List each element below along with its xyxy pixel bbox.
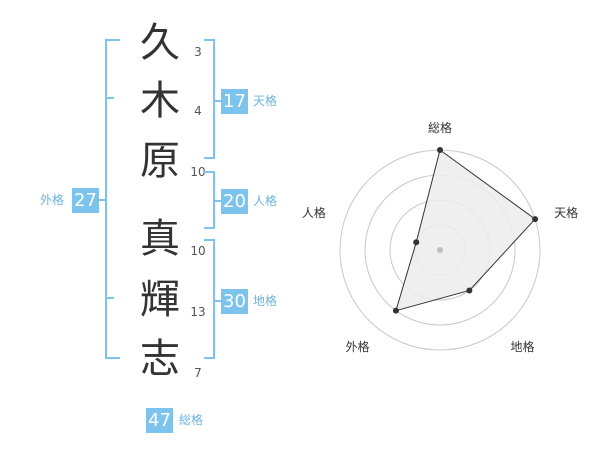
radar-center-dot xyxy=(437,247,443,253)
radar-point-1 xyxy=(437,147,443,153)
soukaku-value-badge: 47 xyxy=(146,408,173,433)
kanji-char-4: 真 xyxy=(140,216,180,262)
stroke-count-4: 10 xyxy=(190,244,206,258)
radar-axis-label-5: 人格 xyxy=(302,205,326,220)
chikaku-bracket xyxy=(204,239,215,359)
radar-axis-label-2: 天格 xyxy=(554,205,578,220)
stroke-count-6: 7 xyxy=(194,366,202,380)
soukaku-label: 総格 xyxy=(179,413,204,427)
chikaku-value-badge: 30 xyxy=(221,289,248,314)
gaikaku-label: 外格 xyxy=(40,193,65,207)
chikaku-label: 地格 xyxy=(253,294,278,308)
jinkaku-bracket xyxy=(204,171,215,229)
stroke-count-1: 3 xyxy=(194,45,202,59)
radar-point-5 xyxy=(413,239,420,246)
stroke-count-2: 4 xyxy=(194,104,202,118)
radar-point-3 xyxy=(466,287,473,294)
radar-point-2 xyxy=(532,216,539,223)
kanji-char-3: 原 xyxy=(140,138,180,184)
stroke-count-3: 10 xyxy=(190,165,206,179)
radar-axis-label-1: 総格 xyxy=(428,120,452,135)
gaikaku-value-badge: 27 xyxy=(72,188,99,213)
kanji-char-5: 輝 xyxy=(140,277,180,323)
radar-area xyxy=(395,149,536,312)
tenkaku-label: 天格 xyxy=(253,94,278,108)
radar-axis-label-4: 外格 xyxy=(345,339,369,354)
outer-bracket xyxy=(105,39,120,359)
kanji-char-2: 木 xyxy=(140,78,180,124)
radar-axis-label-3: 地格 xyxy=(511,339,535,354)
tenkaku-bracket xyxy=(204,39,215,159)
jinkaku-value-badge: 20 xyxy=(221,189,248,214)
tenkaku-value-badge: 17 xyxy=(221,89,248,114)
stroke-count-5: 13 xyxy=(190,305,206,319)
radar-point-4 xyxy=(392,307,399,314)
kanji-char-1: 久 xyxy=(140,20,180,66)
kanji-char-6: 志 xyxy=(140,336,180,382)
jinkaku-label: 人格 xyxy=(253,194,278,208)
